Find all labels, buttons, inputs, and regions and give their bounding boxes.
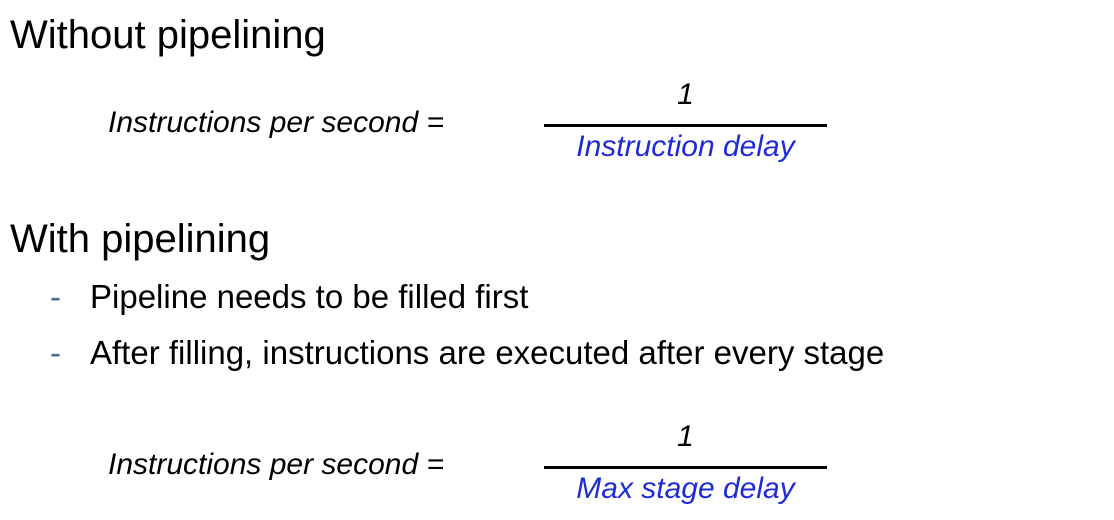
fraction-denominator: Max stage delay (576, 472, 795, 505)
heading-with-pipelining: With pipelining (10, 217, 271, 261)
fraction-numerator: 1 (677, 78, 694, 111)
formula-lhs: Instructions per second = (108, 448, 445, 481)
fraction-numerator: 1 (677, 420, 694, 453)
formula-with-pipelining: Instructions per second = 1 Max stage de… (108, 420, 828, 520)
fraction-bar (544, 124, 827, 127)
fraction-bar (544, 466, 827, 469)
fraction: 1 Instruction delay (544, 78, 827, 178)
fraction: 1 Max stage delay (544, 420, 827, 520)
bullet-text: After filling, instructions are executed… (90, 334, 885, 371)
bullet-dash: - (50, 278, 61, 315)
bullet-text: Pipeline needs to be filled first (90, 278, 529, 315)
formula-without-pipelining: Instructions per second = 1 Instruction … (108, 78, 828, 178)
formula-lhs: Instructions per second = (108, 106, 445, 139)
heading-without-pipelining: Without pipelining (10, 13, 326, 57)
bullet-dash: - (50, 334, 61, 371)
fraction-denominator: Instruction delay (576, 130, 795, 163)
